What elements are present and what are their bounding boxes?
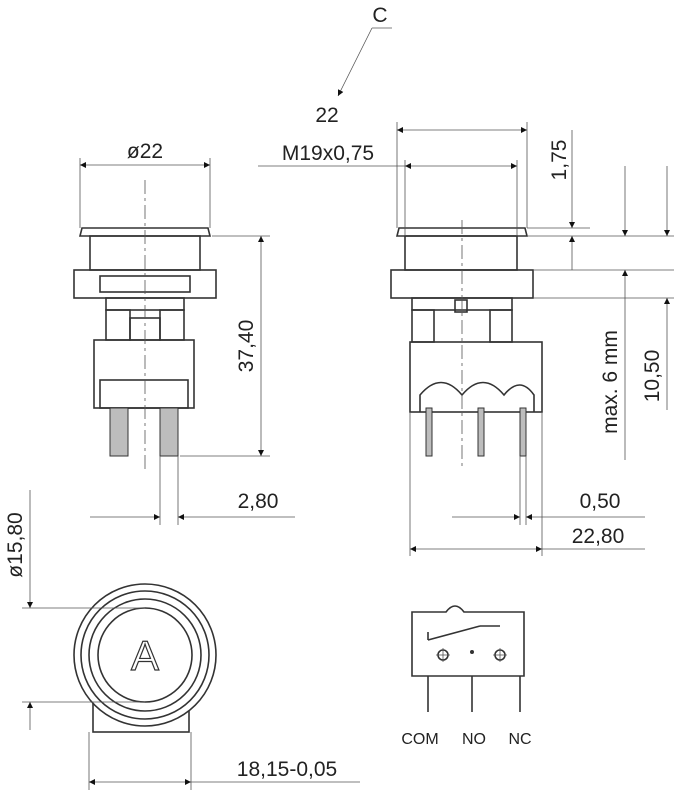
body-width-label: 22,80 [572,525,625,548]
body-width-dimension: 22,80 [409,412,645,556]
bottom-width-dimension: 18,15-0,05 [88,732,360,790]
detail-callout-label: C [372,4,387,27]
bottom-view: A [73,583,217,733]
terminal-label-com: COM [401,731,438,748]
bezel-height-dimension: 1,75 [527,130,674,270]
panel-thickness-dimension: max. 6 mm [533,166,674,460]
terminal-width-dimension: 2,80 [90,456,295,525]
front-view [73,180,217,470]
body-height-dimension: 10,50 [641,166,670,410]
ring-diameter-label: ø15,80 [4,512,27,577]
side-width-dimension: 22 [315,104,528,228]
terminal-offset-label: 0,50 [580,490,621,513]
switch-schematic: COM NO NC [401,605,532,748]
thread-label: M19x0,75 [282,142,374,165]
front-diameter-label: ø22 [127,140,163,163]
cap-letter: A [131,632,159,679]
body-height-label: 10,50 [641,350,664,403]
terminal-offset-dimension: 0,50 [452,456,645,525]
terminal-label-no: NO [462,731,486,748]
terminal-label-nc: NC [508,731,531,748]
panel-thickness-label: max. 6 mm [599,330,622,434]
total-height-label: 37,40 [235,320,258,373]
thread-dimension: M19x0,75 [258,142,518,236]
bezel-height-label: 1,75 [548,140,571,181]
side-width-label: 22 [315,104,338,127]
bottom-width-label: 18,15-0,05 [237,758,337,781]
side-view [390,220,543,470]
detail-callout: C [337,4,392,97]
front-diameter-dimension: ø22 [79,140,211,228]
terminal-width-label: 2,80 [238,490,279,513]
total-height-dimension: 37,40 [180,235,270,457]
ring-diameter-dimension: ø15,80 [4,490,145,730]
